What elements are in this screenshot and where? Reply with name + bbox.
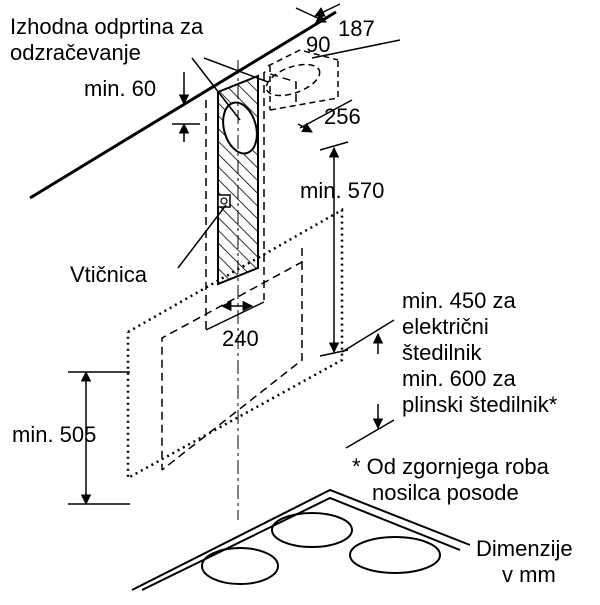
chimney-upper	[217, 60, 259, 520]
socket-icon	[217, 194, 231, 208]
hood-body-dashed	[161, 248, 303, 471]
dimension-187-90	[295, 3, 401, 59]
cooker-line4: min. 600 za	[402, 366, 516, 391]
vent-label-line2: odzračevanje	[10, 40, 141, 65]
dim-240-label: 240	[222, 326, 259, 351]
cooker-line5: plinski štedilnik*	[402, 392, 558, 417]
units-line1: Dimenzije	[476, 536, 573, 561]
units-line2: v mm	[502, 562, 556, 587]
dimension-min450-600	[341, 319, 395, 449]
vent-label-line1: Izhodna odprtina za	[10, 14, 204, 39]
min60-label: min. 60	[84, 76, 156, 101]
dimension-min60	[172, 72, 200, 142]
dimension-min505	[68, 370, 130, 506]
dimension-256	[297, 99, 353, 133]
cooktop	[131, 488, 471, 591]
dimension-min570	[319, 141, 349, 357]
dim-187-label: 187	[338, 16, 375, 41]
cooker-line1: min. 450 za	[402, 288, 516, 313]
dim-256-label: 256	[324, 104, 361, 129]
cooker-line3: štedilnik	[402, 340, 482, 365]
vent-outlet	[265, 49, 339, 111]
min505-label: min. 505	[12, 422, 96, 447]
dim-90-label: 90	[306, 32, 330, 57]
note-line1: * Od zgornjega roba	[352, 454, 550, 479]
socket-leader-line	[177, 204, 227, 269]
min570-label: min. 570	[300, 178, 384, 203]
vent-leader-lines	[191, 57, 269, 121]
cooker-line2: električni	[402, 314, 489, 339]
socket-label: Vtičnica	[70, 262, 148, 287]
hood-outline-dotted	[126, 207, 344, 481]
note-line2: nosilca posode	[372, 480, 519, 505]
dimension-240	[205, 300, 265, 331]
